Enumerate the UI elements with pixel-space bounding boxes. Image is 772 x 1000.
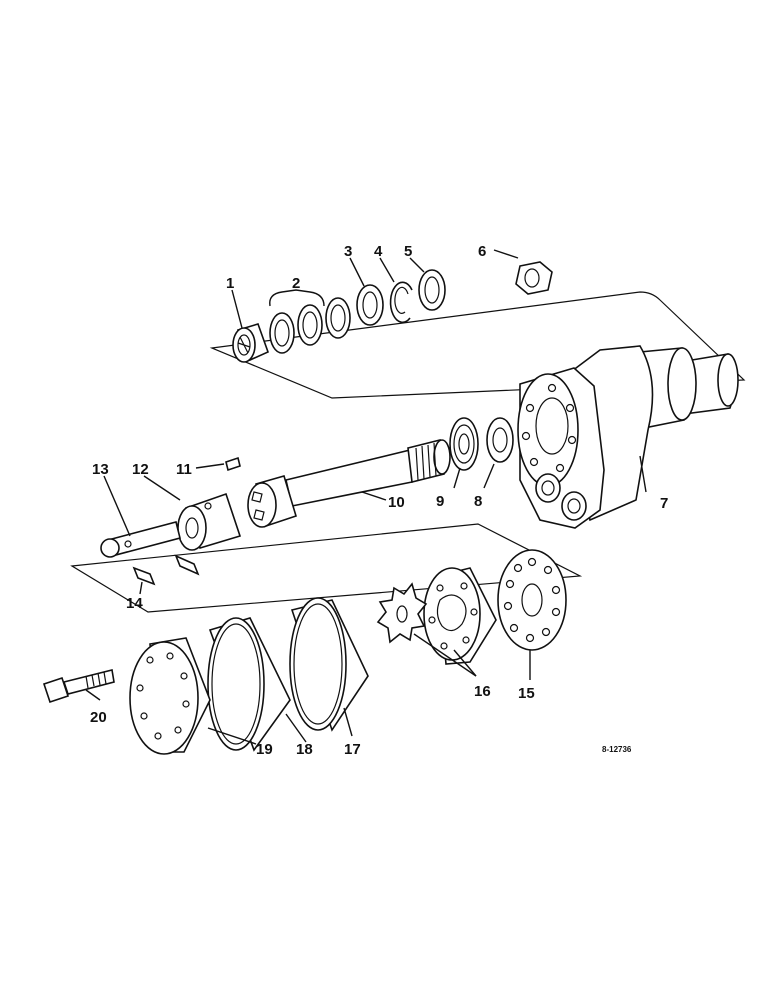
callout-6: 6 [478, 243, 486, 260]
pin-part-11 [225, 456, 241, 472]
reference-code: 8-12736 [602, 745, 632, 754]
upper-group-panel [209, 291, 746, 399]
ring-part-18 [207, 617, 291, 752]
callout-9: 9 [436, 493, 444, 510]
callout-13: 13 [92, 461, 109, 478]
wear-plate-part-15 [497, 549, 567, 651]
lower-group-panel [70, 523, 583, 613]
callout-11: 11 [176, 461, 192, 478]
washer-part-3 [356, 284, 384, 326]
callout-15: 15 [518, 685, 535, 702]
pin-shaft-part-13 [100, 521, 181, 558]
callout-1: 1 [226, 275, 234, 292]
callout-16: 16 [474, 683, 491, 700]
callout-19: 19 [256, 741, 273, 758]
callout-5: 5 [404, 243, 412, 260]
keys-part-14 [132, 554, 200, 586]
drive-shaft-part-10 [247, 439, 451, 528]
callout-17: 17 [344, 741, 361, 758]
washer-part-5 [418, 269, 446, 311]
motor-housing-part-7 [517, 345, 739, 529]
callout-20: 20 [90, 709, 107, 726]
bolt-part-20 [42, 669, 115, 704]
hex-nut-part-6 [515, 261, 553, 295]
callout-4: 4 [374, 243, 383, 260]
callout-8: 8 [474, 493, 482, 510]
washer-part-8 [486, 417, 514, 463]
end-cap-part-19 [129, 637, 211, 755]
gerotor-set-part-16 [376, 567, 497, 665]
leader-lines [85, 249, 647, 745]
callout-labels: 1 2 3 4 5 6 7 8 9 10 11 12 13 14 15 16 1… [90, 243, 668, 758]
needle-bearing-part-1 [232, 323, 270, 363]
seal-rings-part-2 [269, 297, 351, 354]
callout-12: 12 [132, 461, 149, 478]
callout-10: 10 [388, 494, 405, 511]
callout-2: 2 [292, 275, 300, 292]
ring-part-17 [289, 597, 369, 732]
snap-ring-part-4 [389, 281, 413, 324]
callout-14: 14 [126, 595, 143, 612]
callout-18: 18 [296, 741, 313, 758]
callout-7: 7 [660, 495, 668, 512]
coupling-sleeve-part-12 [177, 492, 242, 551]
callout-3: 3 [344, 243, 352, 260]
thrust-bearing-part-9 [449, 417, 479, 471]
